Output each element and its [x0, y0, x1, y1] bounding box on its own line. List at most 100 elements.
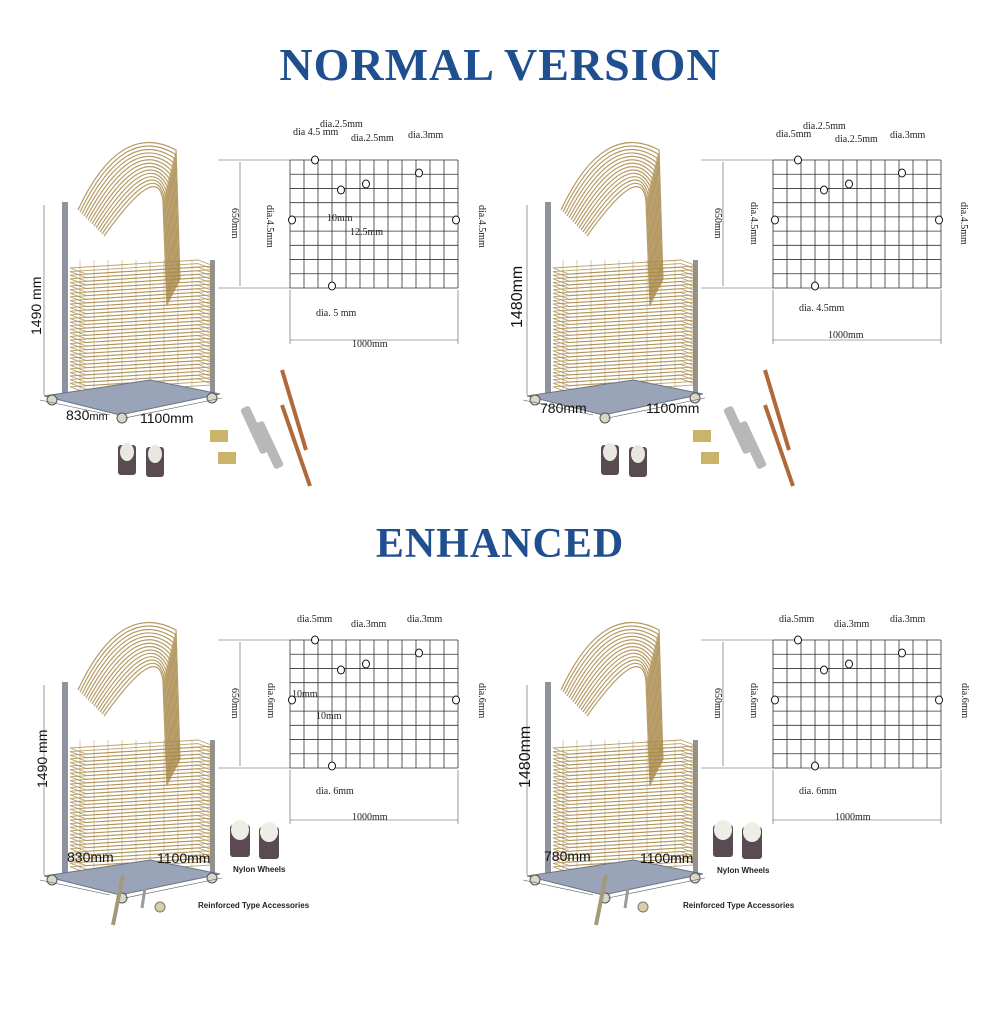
- rack-shelf: [552, 800, 698, 816]
- rack-shelf: [69, 349, 215, 365]
- caster-wheel: [206, 392, 218, 404]
- rack-shelf: [552, 807, 698, 823]
- rack-shelf: [69, 345, 215, 361]
- grid-spacing-a-label: 10mm: [327, 213, 353, 224]
- rack-shelf: [69, 822, 215, 838]
- rack-shelf: [69, 833, 215, 849]
- grid-height-label: 650mm: [229, 208, 240, 239]
- rack-shelf: [552, 789, 698, 805]
- rack-shelf-raised: [584, 662, 652, 785]
- rack-shelf-raised: [574, 166, 657, 295]
- grid-top-d-label: dia.3mm: [408, 130, 444, 141]
- grid-right-label: dia.6mm: [959, 683, 970, 719]
- rack-shelf-raised: [576, 649, 656, 777]
- rack-shelf: [69, 771, 215, 787]
- rack-shelf: [69, 273, 215, 289]
- rack-shelf-raised: [93, 169, 173, 297]
- rack-shelf: [69, 367, 215, 383]
- rack-shelf: [552, 313, 698, 329]
- mounting-hole: [288, 695, 296, 705]
- rack-shelf: [552, 851, 698, 867]
- rack-depth-label: 830mm: [66, 407, 108, 423]
- rack-shelf-raised: [570, 639, 659, 771]
- rack-shelf: [69, 331, 215, 347]
- rack-shelf-raised: [566, 632, 661, 767]
- rack-shelf: [69, 746, 215, 762]
- rack-shelf: [552, 786, 698, 802]
- grid-bottom-label: dia. 4.5mm: [799, 303, 845, 314]
- rack-shelf-raised: [97, 656, 171, 781]
- caster-wheel-part: [231, 820, 249, 840]
- rack-shelf-raised: [566, 152, 661, 287]
- accessory-parts: [601, 369, 795, 487]
- rack-shelf: [552, 302, 698, 318]
- rack-shelf: [69, 342, 215, 358]
- mounting-hole: [794, 635, 802, 645]
- mounting-hole: [898, 648, 906, 658]
- rack-shelf: [552, 266, 698, 282]
- mounting-hole: [811, 761, 819, 771]
- rack-shelf: [69, 324, 215, 340]
- rack-shelf-raised: [99, 659, 170, 783]
- rack-shelf: [69, 338, 215, 354]
- mesh-shelf-diagram: [218, 155, 460, 344]
- rack-shelf: [552, 327, 698, 343]
- grid-spacing-a-label: 10mm: [292, 689, 318, 700]
- caster-wheel-part: [631, 445, 645, 463]
- rack-shelf-raised: [564, 628, 662, 765]
- mounting-hole: [337, 665, 345, 675]
- depth-dimension-line: [39, 879, 111, 896]
- rack-shelf: [552, 306, 698, 322]
- rack-shelf: [69, 797, 215, 813]
- grid-top-d-label: dia.3mm: [890, 130, 926, 141]
- rack-shelf: [69, 317, 215, 333]
- spring-part: [280, 404, 312, 487]
- rack-shelf: [69, 266, 215, 282]
- rack-shelf-raised: [570, 159, 659, 291]
- rack-shelf: [69, 779, 215, 795]
- grid-top-a-label: dia.5mm: [779, 614, 815, 625]
- rack-shelf: [552, 338, 698, 354]
- grid-top-d-label: dia.3mm: [890, 614, 926, 625]
- grid-bottom-label: dia. 6mm: [316, 786, 354, 797]
- grid-height-label: 650mm: [712, 208, 723, 239]
- grid-top-c-label: dia.3mm: [351, 619, 387, 630]
- grid-top-b-label: dia.2.5mm: [803, 121, 846, 132]
- rack-shelf: [552, 771, 698, 787]
- rack-shelf: [552, 324, 698, 340]
- rack-shelf: [69, 363, 215, 379]
- rack-shelf: [69, 335, 215, 351]
- rack-shelf: [552, 299, 698, 315]
- mounting-hole: [794, 155, 802, 165]
- rack-base: [43, 859, 221, 896]
- rack-shelf: [69, 371, 215, 387]
- rack-shelf-raised: [562, 625, 663, 763]
- rack-shelf: [552, 825, 698, 841]
- rack-shelf-raised: [95, 172, 172, 299]
- rack-shelf: [552, 360, 698, 376]
- bolt-part: [623, 887, 630, 909]
- rack-shelf: [69, 313, 215, 329]
- rack-shelf: [552, 840, 698, 856]
- rack-shelf: [552, 273, 698, 289]
- mounting-hole: [820, 665, 828, 675]
- drying-rack-illustration: [39, 621, 460, 926]
- rack-shelf: [69, 829, 215, 845]
- rack-shelf: [552, 320, 698, 336]
- rack-shelf: [552, 259, 698, 275]
- rack-shelf: [69, 295, 215, 311]
- rack-shelf: [552, 367, 698, 383]
- caster-wheel-part: [148, 445, 162, 463]
- rack-shelf: [69, 825, 215, 841]
- grid-top-c-label: dia.2.5mm: [351, 133, 394, 144]
- rack-shelf-raised: [580, 176, 654, 301]
- rack-shelf-raised: [586, 186, 651, 307]
- rack-shelf-raised: [564, 148, 662, 285]
- grid-width-label: 1000mm: [352, 812, 388, 823]
- rack-shelf-raised: [580, 656, 654, 781]
- drying-rack-illustration: [39, 141, 460, 487]
- mesh-shelf-diagram: [701, 635, 943, 824]
- caster-wheel: [599, 412, 611, 424]
- rack-shelf: [69, 818, 215, 834]
- rack-shelf-raised: [91, 166, 174, 295]
